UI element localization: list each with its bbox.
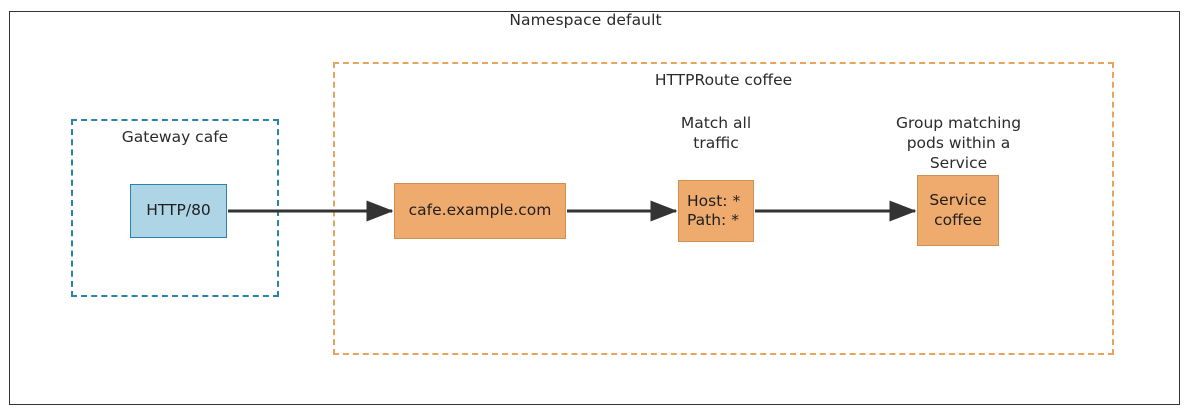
- node-backend-service[interactable]: Service coffee: [917, 175, 999, 246]
- node-backend-service-kind: Service: [929, 191, 987, 210]
- node-backend-service-name: coffee: [934, 210, 982, 229]
- httproute-title: HTTPRoute coffee: [654, 71, 793, 89]
- node-gateway-listener[interactable]: HTTP/80: [130, 184, 227, 238]
- caption-match-all-traffic-line1: Match all: [680, 114, 752, 132]
- node-match-rule-lines: Host: * Path: *: [687, 192, 740, 231]
- node-backend-service-lines: Service coffee: [929, 191, 986, 230]
- node-hostname-label: cafe.example.com: [408, 201, 552, 220]
- caption-group-matching-pods-line2: pods within a Service: [906, 134, 1011, 173]
- caption-group-matching-pods: Group matching pods within a Service: [876, 113, 1041, 173]
- node-hostname[interactable]: cafe.example.com: [394, 183, 566, 239]
- node-match-rule-path: Path: *: [687, 211, 739, 229]
- caption-group-matching-pods-line1: Group matching: [895, 114, 1022, 132]
- namespace-title: Namespace default: [509, 11, 662, 29]
- caption-match-all-traffic-line2: traffic: [693, 134, 739, 153]
- node-match-rule[interactable]: Host: * Path: *: [678, 180, 754, 242]
- httproute-container: [333, 62, 1114, 355]
- gateway-title: Gateway cafe: [121, 128, 229, 146]
- node-gateway-listener-label: HTTP/80: [146, 201, 211, 220]
- gateway-container: [71, 119, 279, 297]
- caption-match-all-traffic: Match all traffic: [646, 113, 786, 153]
- node-match-rule-host: Host: *: [687, 191, 741, 210]
